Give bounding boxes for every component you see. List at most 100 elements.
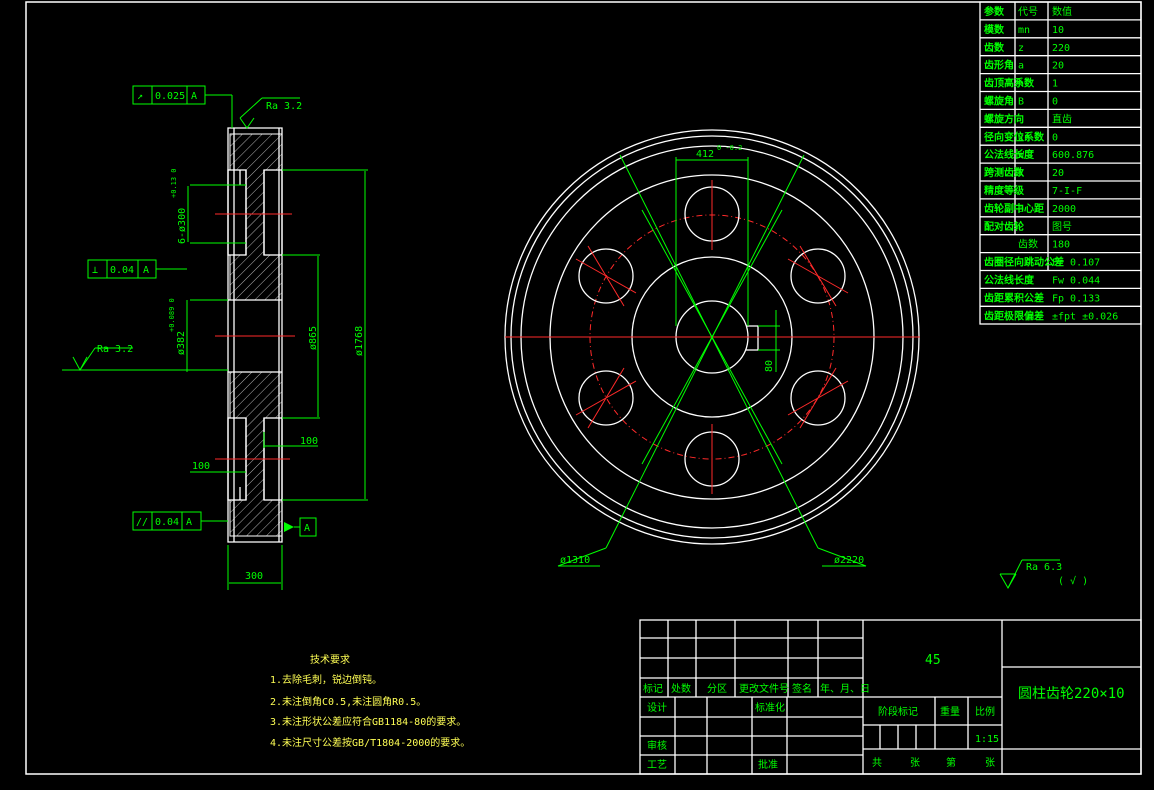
perp-symbol: ⊥ — [92, 265, 98, 276]
dim-bore-tol: +0.089 0 — [168, 298, 176, 332]
roughness-note: Ra 6.3 ( √ ) — [999, 559, 1088, 590]
title-block-labels: 45 圆柱齿轮220×10 标记 处数 分区 更改文件号 签名 年、月、日 设计… — [643, 653, 1125, 771]
tol-perp-datum: A — [143, 265, 149, 276]
tb-page: 第 — [946, 756, 956, 769]
param-cell: mn — [1018, 25, 1030, 36]
param-cell: 7-I-F — [1052, 186, 1082, 197]
tb-weight: 重量 — [940, 705, 960, 718]
dim-1768: ø1768 — [354, 326, 365, 356]
param-cell: Fp 0.133 — [1052, 293, 1100, 304]
param-cell: ±fpt ±0.026 — [1052, 311, 1118, 322]
notes-title: 技术要求 — [310, 653, 350, 666]
tb-sheet2: 张 — [985, 757, 995, 769]
dim-100-left: 100 — [192, 461, 210, 472]
dim-80: 80 — [764, 360, 775, 372]
param-cell: 20 — [1052, 61, 1064, 72]
tb-h-sign: 签名 — [792, 682, 812, 695]
param-cell: a — [1018, 204, 1024, 215]
param-cell: 1 — [1052, 79, 1058, 90]
dim-width: 300 — [245, 571, 263, 582]
tb-h-doc: 更改文件号 — [739, 682, 789, 695]
param-cell: 齿圈径向跳动公差 — [984, 256, 1064, 269]
tb-h-zone: 分区 — [707, 683, 727, 695]
tol-parallel-datum: A — [186, 517, 192, 528]
tb-h-mark: 标记 — [643, 683, 663, 695]
param-cell: 220 — [1052, 43, 1070, 54]
param-cell: 径向变位系数 — [984, 130, 1045, 143]
tb-scale-val: 1:15 — [975, 734, 999, 745]
param-cell: xn — [1018, 132, 1030, 143]
drawing-border — [25, 1, 1142, 775]
note-3: 3.未注形状公差应符合GB1184-80的要求。 — [270, 715, 466, 728]
param-cell: Fw 0.044 — [1052, 276, 1100, 287]
dim-100-right: 100 — [300, 436, 318, 447]
tb-scale: 比例 — [975, 705, 995, 718]
dim-1310: ø1310 — [560, 555, 590, 566]
param-cell: 2000 — [1052, 204, 1076, 215]
param-cell: 齿距极限偏差 — [984, 309, 1044, 322]
side-view-labels: 0.025 ↗ A Ra 3.2 ⊥ 0.04 A // 0.04 A A Ra… — [92, 91, 365, 582]
param-cell: 参数 — [984, 5, 1005, 18]
technical-notes: 技术要求 1.去除毛刺，锐边倒钝。 2.未注倒角C0.5,未注圆角R0.5。 3… — [270, 653, 470, 749]
param-cell: 齿形角 — [984, 59, 1014, 72]
dim-865: ø865 — [308, 326, 319, 350]
side-section-view — [62, 85, 368, 590]
param-cell: Fr 0.107 — [1052, 258, 1100, 269]
param-cell: B — [1018, 97, 1024, 108]
param-cell: 齿数 — [1018, 238, 1038, 251]
param-cell: 齿数 — [984, 41, 1005, 54]
title-block — [639, 619, 1142, 775]
dim-412-tol: 0 -0.2 — [717, 144, 742, 152]
tol-parallel-value: 0.04 — [155, 517, 179, 528]
ra-other-label: ( √ ) — [1058, 575, 1088, 587]
tol-runout-datum: A — [191, 91, 197, 102]
tb-total: 共 — [872, 757, 882, 769]
dim-holes: 6-ø300 — [177, 208, 188, 244]
datum-a-label: A — [304, 523, 310, 534]
param-cell: 跨测齿数 — [984, 166, 1025, 179]
tb-h-date: 年、月、日 — [820, 682, 870, 695]
param-cell: 20 — [1052, 168, 1064, 179]
tb-stage: 阶段标记 — [878, 705, 918, 718]
tb-part-name: 圆柱齿轮220×10 — [1018, 686, 1125, 702]
param-cell: 公法线长度 — [984, 148, 1035, 161]
param-cell: 配对齿轮 — [984, 220, 1024, 233]
param-cell: z — [1018, 43, 1024, 54]
param-cell: a — [1018, 61, 1024, 72]
tb-material: 45 — [925, 653, 941, 668]
note-2: 2.未注倒角C0.5,未注圆角R0.5。 — [270, 695, 426, 708]
dim-holes-tol: +0.13 0 — [170, 168, 178, 198]
param-cell: 代号 — [1018, 6, 1038, 18]
param-cell: 精度等级 — [984, 184, 1025, 197]
param-cell: 0 — [1052, 132, 1058, 143]
tb-h-count: 处数 — [671, 682, 691, 695]
param-cell: 180 — [1052, 240, 1070, 251]
tb-sheet: 张 — [910, 757, 920, 769]
param-cell: 螺旋角 — [984, 95, 1014, 108]
param-cell: 齿轮副中心距 — [984, 202, 1044, 215]
param-cell: k — [1018, 168, 1024, 179]
param-cell: 0 — [1052, 97, 1058, 108]
parallel-symbol: // — [136, 517, 148, 528]
param-cell: 图号 — [1052, 221, 1072, 233]
note-4: 4.未注尺寸公差按GB/T1804-2000的要求。 — [270, 736, 470, 749]
param-cell: 公法线长度 — [984, 274, 1035, 287]
dim-bore: ø382 — [176, 331, 187, 355]
param-cell: 10 — [1052, 25, 1064, 36]
tb-review: 审核 — [647, 739, 667, 752]
param-cell: 直齿 — [1052, 112, 1072, 125]
runout-symbol: ↗ — [137, 91, 143, 102]
tb-process: 工艺 — [647, 759, 667, 771]
tol-runout-value: 0.025 — [155, 91, 185, 102]
ra-6-3-label: Ra 6.3 — [1026, 562, 1062, 573]
param-cell: 600.876 — [1052, 150, 1094, 161]
note-1: 1.去除毛刺，锐边倒钝。 — [270, 673, 382, 686]
param-cell: h — [1018, 79, 1024, 90]
front-view — [504, 129, 920, 567]
ra-top-label: Ra 3.2 — [266, 101, 302, 112]
tol-perp-value: 0.04 — [110, 265, 134, 276]
dim-412: 412 — [696, 149, 714, 160]
param-cell: 模数 — [984, 23, 1005, 36]
